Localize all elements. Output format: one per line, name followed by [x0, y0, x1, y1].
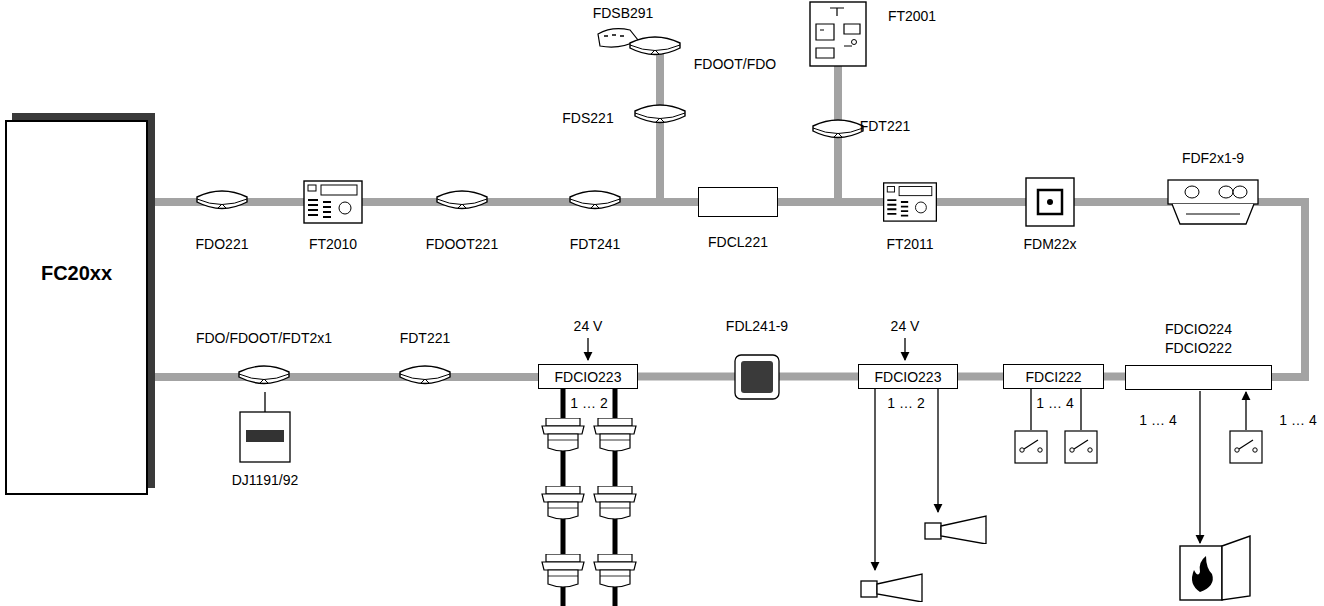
device-label: 24 V	[891, 318, 920, 334]
top-loop-devices	[197, 178, 1258, 226]
node-label: FDCIO224 FDCIO222	[1162, 320, 1236, 358]
node-label: FDCL221	[708, 234, 768, 250]
device-label: 24 V	[574, 318, 603, 334]
branch-wires	[660, 50, 1305, 381]
device-label: 1 … 2	[570, 395, 607, 411]
device-label: FDSB291	[593, 5, 654, 21]
device-label: FDS221	[562, 110, 613, 126]
input-contacts	[1015, 389, 1262, 600]
module-box: FDCL221	[698, 187, 778, 217]
module-box: FDCIO224 FDCIO222	[1125, 365, 1272, 390]
device-label: FDM22x	[1024, 236, 1077, 252]
node-label: FDCIO223	[555, 369, 622, 385]
node-label: FDCIO223	[875, 369, 942, 385]
bottom-loop-devices	[239, 338, 905, 462]
conventional-detector-lines	[542, 389, 636, 606]
node-label: FC20xx	[41, 261, 112, 285]
device-label: FDO221	[196, 236, 249, 252]
sounder-outputs	[861, 389, 986, 602]
device-label: FDT241	[570, 236, 621, 252]
device-label: FT2001	[888, 8, 936, 24]
device-label: FDL241-9	[726, 318, 788, 334]
node-label: FDCI222	[1025, 369, 1081, 385]
module-box: FDCI222	[1003, 364, 1104, 389]
module-box: FDCIO223	[538, 364, 638, 389]
device-label: 1 … 4	[1139, 412, 1176, 428]
device-label: 1 … 4	[1036, 395, 1073, 411]
loop-line	[148, 373, 538, 381]
device-label: FDT221	[860, 118, 911, 134]
device-label: FT2011	[886, 236, 933, 252]
module-box: FDCIO223	[858, 364, 958, 389]
device-label: 1 … 4	[1279, 412, 1316, 428]
device-label: 1 … 2	[887, 395, 924, 411]
loop-line	[778, 202, 1305, 377]
device-label: FDT221	[400, 330, 451, 346]
device-label: FT2010	[309, 236, 357, 252]
top-branch-devices	[598, 2, 866, 138]
loop-line	[1104, 373, 1125, 381]
loop-line	[958, 373, 1003, 381]
device-label: FDOOT221	[426, 236, 498, 252]
device-label: FDF2x1-9	[1182, 150, 1244, 166]
control-panel: FC20xx	[5, 120, 148, 495]
device-label: FDO/FDOOT/FDT2x1	[196, 330, 332, 346]
device-label: DJ1191/92	[232, 472, 299, 488]
device-label: FDOOT/FDO	[694, 56, 776, 72]
